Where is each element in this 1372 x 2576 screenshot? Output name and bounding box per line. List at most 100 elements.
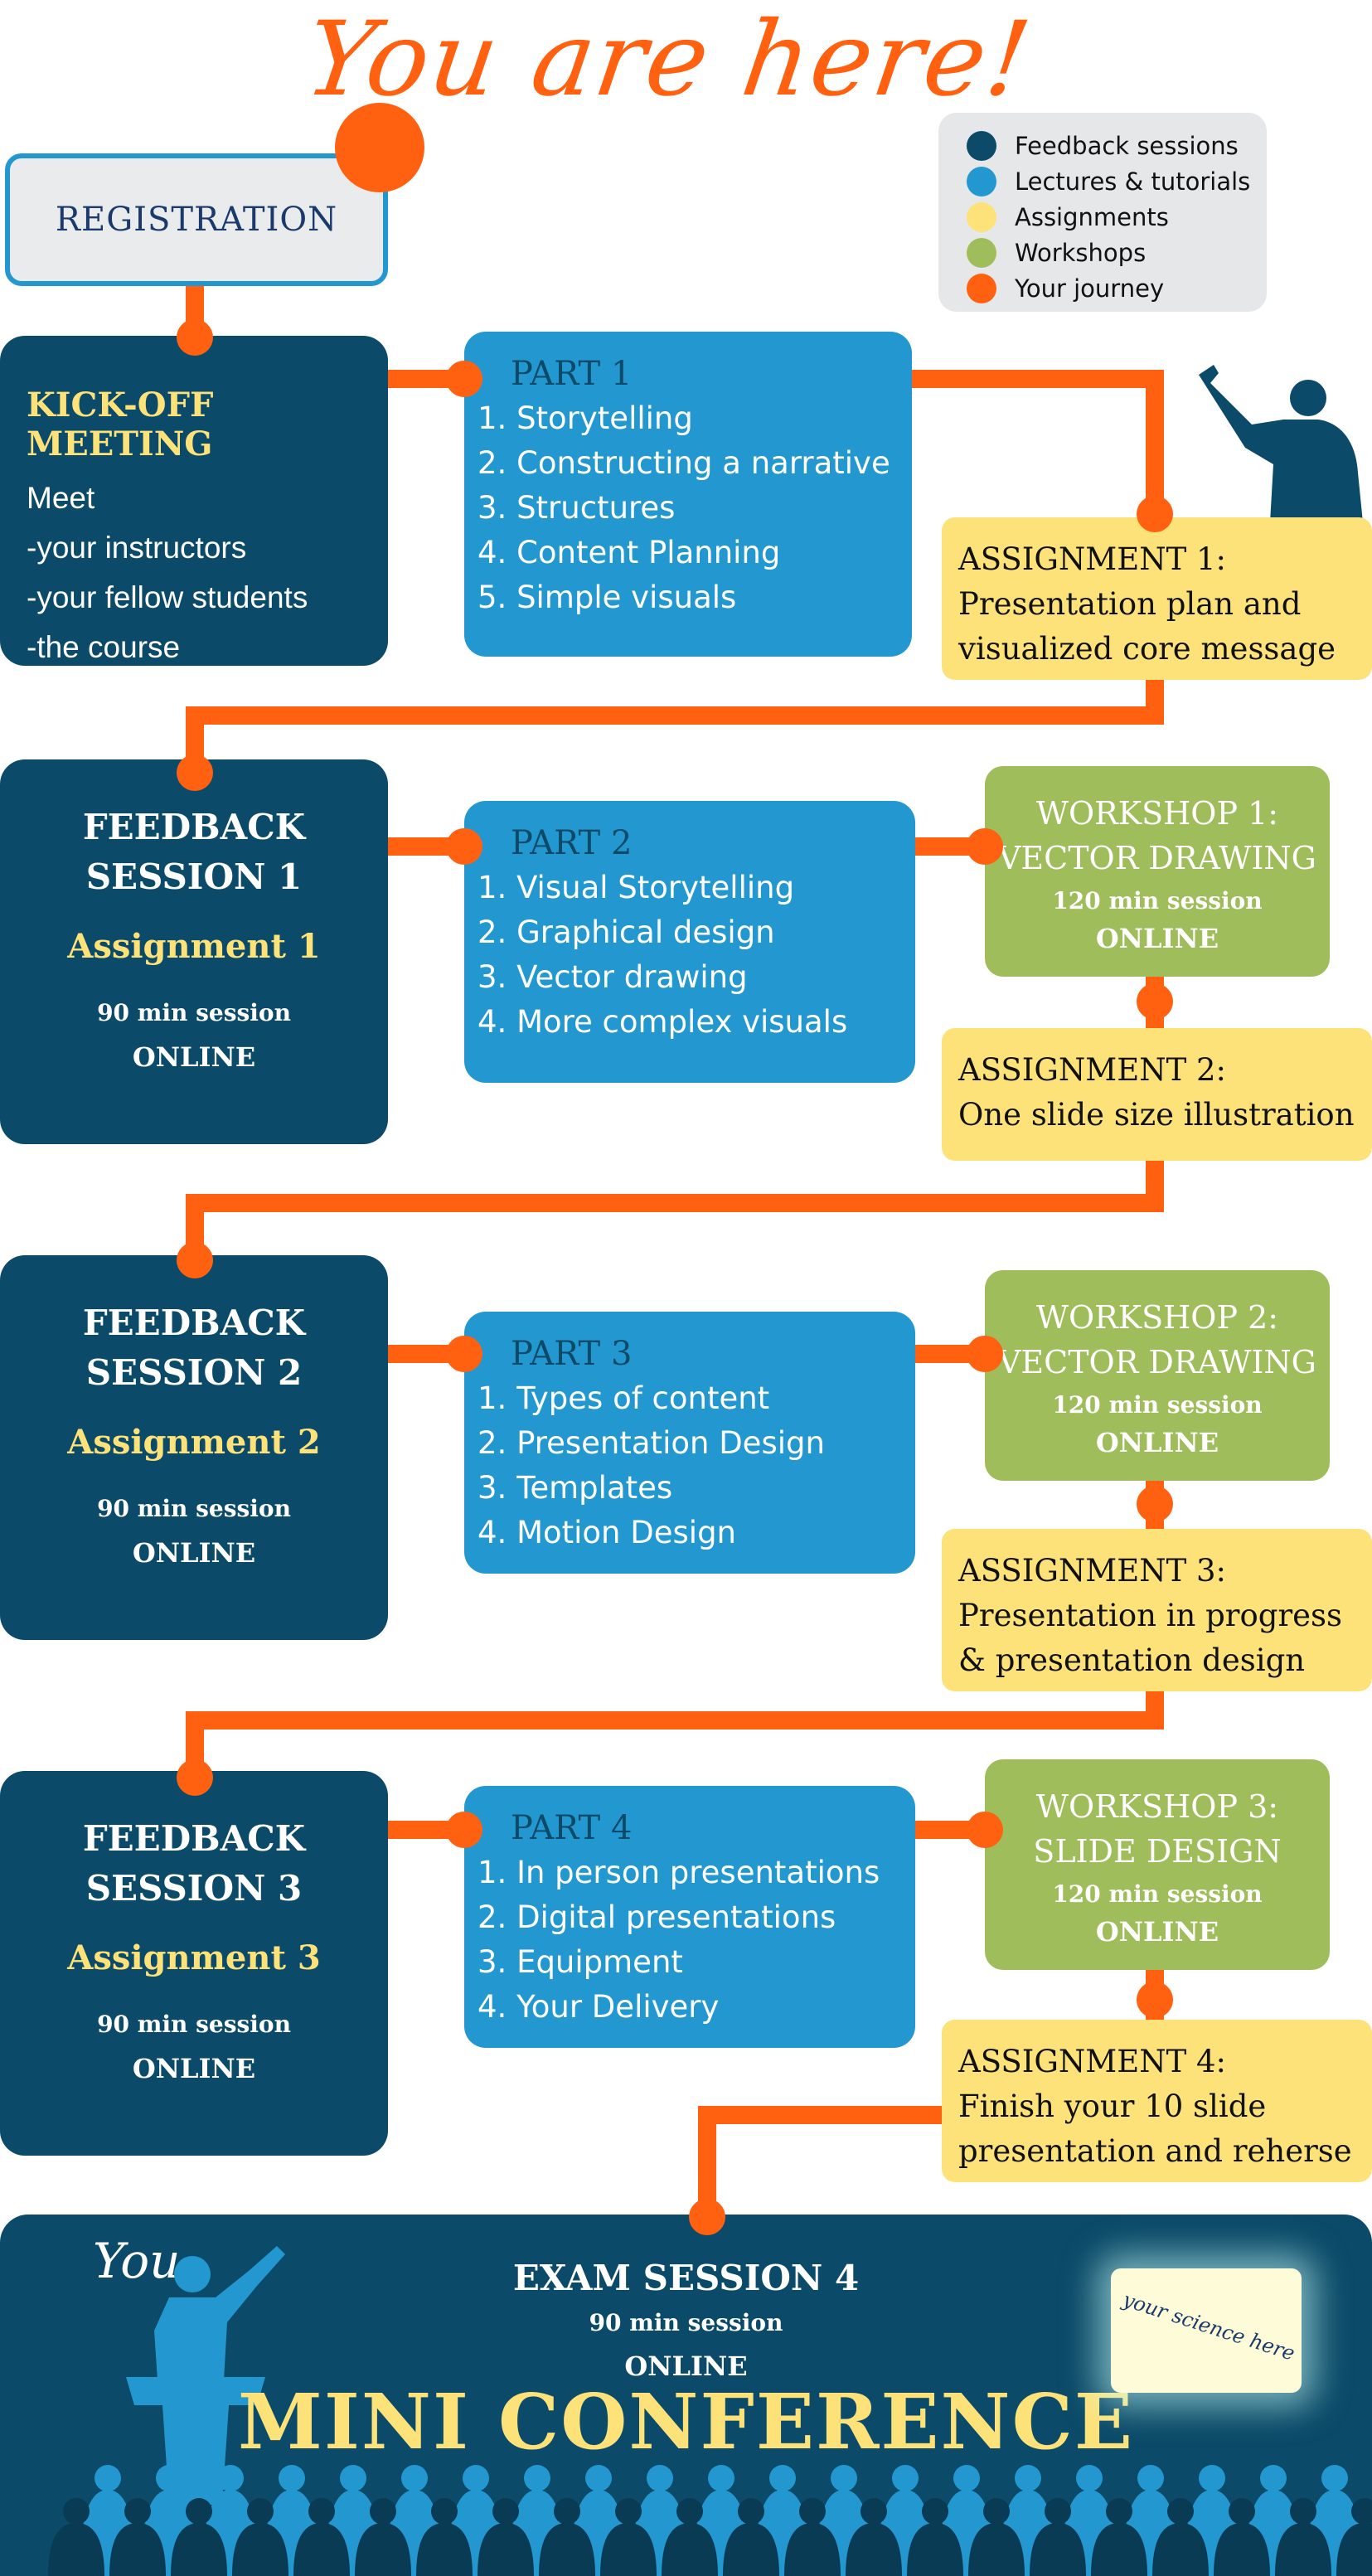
journey-dot bbox=[1137, 496, 1173, 532]
part-2-box: PART 2 1. Visual Storytelling 2. Graphic… bbox=[464, 801, 915, 1083]
you-are-here-marker bbox=[335, 103, 424, 192]
part-item: 2. Constructing a narrative bbox=[478, 445, 890, 481]
part-title: PART 2 bbox=[511, 824, 633, 862]
presentation-screen: your science here bbox=[1111, 2268, 1302, 2393]
journey-dot bbox=[1137, 1982, 1173, 2018]
workshop-mode: ONLINE bbox=[1095, 1916, 1219, 1948]
legend-swatch bbox=[967, 237, 996, 268]
journey-dot bbox=[177, 319, 213, 356]
part-title: PART 3 bbox=[511, 1335, 633, 1373]
workshop-title: VECTOR DRAWING bbox=[997, 840, 1317, 876]
workshop-2-box: WORKSHOP 2: VECTOR DRAWING 120 min sessi… bbox=[985, 1270, 1330, 1481]
kickoff-meeting-box: KICK-OFF MEETING Meet -your instructors … bbox=[0, 336, 388, 666]
feedback-title: FEEDBACK bbox=[82, 807, 306, 847]
assignment-line: One slide size illustration bbox=[958, 1097, 1355, 1133]
part-item: 3. Vector drawing bbox=[478, 959, 748, 995]
screen-text: your science here bbox=[1119, 2287, 1298, 2365]
part-item: 1. Visual Storytelling bbox=[478, 870, 795, 905]
workshop-mode: ONLINE bbox=[1095, 923, 1219, 954]
workshop-duration: 120 min session bbox=[1052, 887, 1263, 914]
assignment-line: visualized core message bbox=[958, 631, 1336, 667]
legend-item: Workshops bbox=[967, 235, 1267, 270]
presenter-icon bbox=[1199, 365, 1363, 522]
part-item: 1. Types of content bbox=[478, 1380, 770, 1416]
journey-dot bbox=[177, 754, 213, 791]
assignment-line: presentation and reherse bbox=[958, 2133, 1352, 2169]
part-title: PART 4 bbox=[511, 1809, 633, 1847]
part-item: 2. Graphical design bbox=[478, 914, 775, 950]
journey-dot bbox=[446, 1812, 482, 1848]
part-item: 3. Templates bbox=[478, 1470, 673, 1506]
assignment-title: ASSIGNMENT 2: bbox=[958, 1052, 1227, 1088]
journey-dot bbox=[689, 2199, 725, 2235]
feedback-assignment: Assignment 1 bbox=[67, 927, 321, 966]
journey-dot bbox=[177, 1759, 213, 1796]
journey-dot bbox=[967, 1812, 1003, 1848]
legend-item: Your journey bbox=[967, 270, 1267, 306]
legend-label: Your journey bbox=[1015, 274, 1165, 303]
workshop-mode: ONLINE bbox=[1095, 1427, 1219, 1458]
kickoff-line: -the course bbox=[27, 630, 181, 664]
assignment-1-box: ASSIGNMENT 1: Presentation plan and visu… bbox=[942, 517, 1372, 680]
part-item: 1. In person presentations bbox=[478, 1855, 880, 1890]
audience-icon bbox=[48, 2465, 1372, 2576]
legend-item: Lectures & tutorials bbox=[967, 163, 1267, 199]
feedback-title: SESSION 1 bbox=[85, 856, 303, 897]
legend: Feedback sessions Lectures & tutorials A… bbox=[938, 113, 1267, 312]
kickoff-line: -your fellow students bbox=[27, 580, 308, 614]
feedback-title: FEEDBACK bbox=[82, 1303, 306, 1343]
mini-conference-title: MINI CONFERENCE bbox=[238, 2377, 1134, 2467]
assignment-title: ASSIGNMENT 1: bbox=[958, 541, 1227, 577]
workshop-duration: 120 min session bbox=[1052, 1880, 1263, 1908]
workshop-1-box: WORKSHOP 1: VECTOR DRAWING 120 min sessi… bbox=[985, 766, 1330, 977]
journey-dot bbox=[446, 361, 482, 397]
feedback-session-2-box: FEEDBACK SESSION 2 Assignment 2 90 min s… bbox=[0, 1255, 388, 1640]
part-item: 4. Your Delivery bbox=[478, 1989, 720, 2025]
journey-dot bbox=[1137, 983, 1173, 1020]
legend-swatch bbox=[967, 201, 996, 232]
legend-label: Workshops bbox=[1015, 238, 1147, 267]
workshop-duration: 120 min session bbox=[1052, 1391, 1263, 1419]
part-4-box: PART 4 1. In person presentations 2. Dig… bbox=[464, 1786, 915, 2048]
workshop-title: VECTOR DRAWING bbox=[997, 1344, 1317, 1380]
feedback-duration: 90 min session bbox=[97, 2011, 291, 2038]
part-1-box: PART 1 1. Storytelling 2. Constructing a… bbox=[464, 332, 912, 657]
exam-mode: ONLINE bbox=[624, 2350, 748, 2382]
feedback-assignment: Assignment 2 bbox=[67, 1423, 321, 1462]
part-title: PART 1 bbox=[511, 355, 633, 393]
assignment-line: Presentation in progress bbox=[958, 1598, 1343, 1633]
assignment-title: ASSIGNMENT 3: bbox=[958, 1553, 1227, 1589]
part-item: 3. Equipment bbox=[478, 1944, 683, 1980]
page-title: You are here! bbox=[298, 0, 1039, 119]
part-item: 4. More complex visuals bbox=[478, 1004, 848, 1040]
you-label: You bbox=[93, 2233, 181, 2289]
feedback-session-3-box: FEEDBACK SESSION 3 Assignment 3 90 min s… bbox=[0, 1771, 388, 2156]
legend-label: Assignments bbox=[1015, 202, 1169, 231]
assignment-2-box: ASSIGNMENT 2: One slide size illustratio… bbox=[942, 1028, 1372, 1161]
journey-dot bbox=[967, 1336, 1003, 1372]
part-item: 3. Structures bbox=[478, 490, 676, 526]
workshop-title: WORKSHOP 1: bbox=[1035, 795, 1279, 832]
workshop-title: WORKSHOP 3: bbox=[1035, 1788, 1279, 1825]
kickoff-line: -your instructors bbox=[27, 531, 247, 565]
workshop-title: WORKSHOP 2: bbox=[1035, 1299, 1279, 1336]
feedback-title: SESSION 2 bbox=[85, 1352, 303, 1393]
part-item: 1. Storytelling bbox=[478, 400, 693, 436]
part-3-box: PART 3 1. Types of content 2. Presentati… bbox=[464, 1312, 915, 1574]
part-item: 2. Presentation Design bbox=[478, 1425, 825, 1461]
assignment-line: & presentation design bbox=[958, 1642, 1306, 1678]
legend-item: Assignments bbox=[967, 199, 1267, 235]
assignment-title: ASSIGNMENT 4: bbox=[958, 2044, 1227, 2079]
journey-dot bbox=[967, 828, 1003, 865]
kickoff-line: Meet bbox=[27, 481, 95, 515]
journey-dot bbox=[177, 1242, 213, 1278]
feedback-mode: ONLINE bbox=[132, 1041, 256, 1073]
part-item: 4. Motion Design bbox=[478, 1515, 737, 1550]
journey-dot bbox=[446, 828, 482, 865]
assignment-3-box: ASSIGNMENT 3: Presentation in progress &… bbox=[942, 1529, 1372, 1691]
exam-duration: 90 min session bbox=[589, 2309, 783, 2336]
registration-box: REGISTRATION bbox=[5, 153, 388, 286]
legend-item: Feedback sessions bbox=[967, 128, 1267, 163]
legend-label: Lectures & tutorials bbox=[1015, 167, 1251, 196]
part-item: 4. Content Planning bbox=[478, 535, 781, 570]
